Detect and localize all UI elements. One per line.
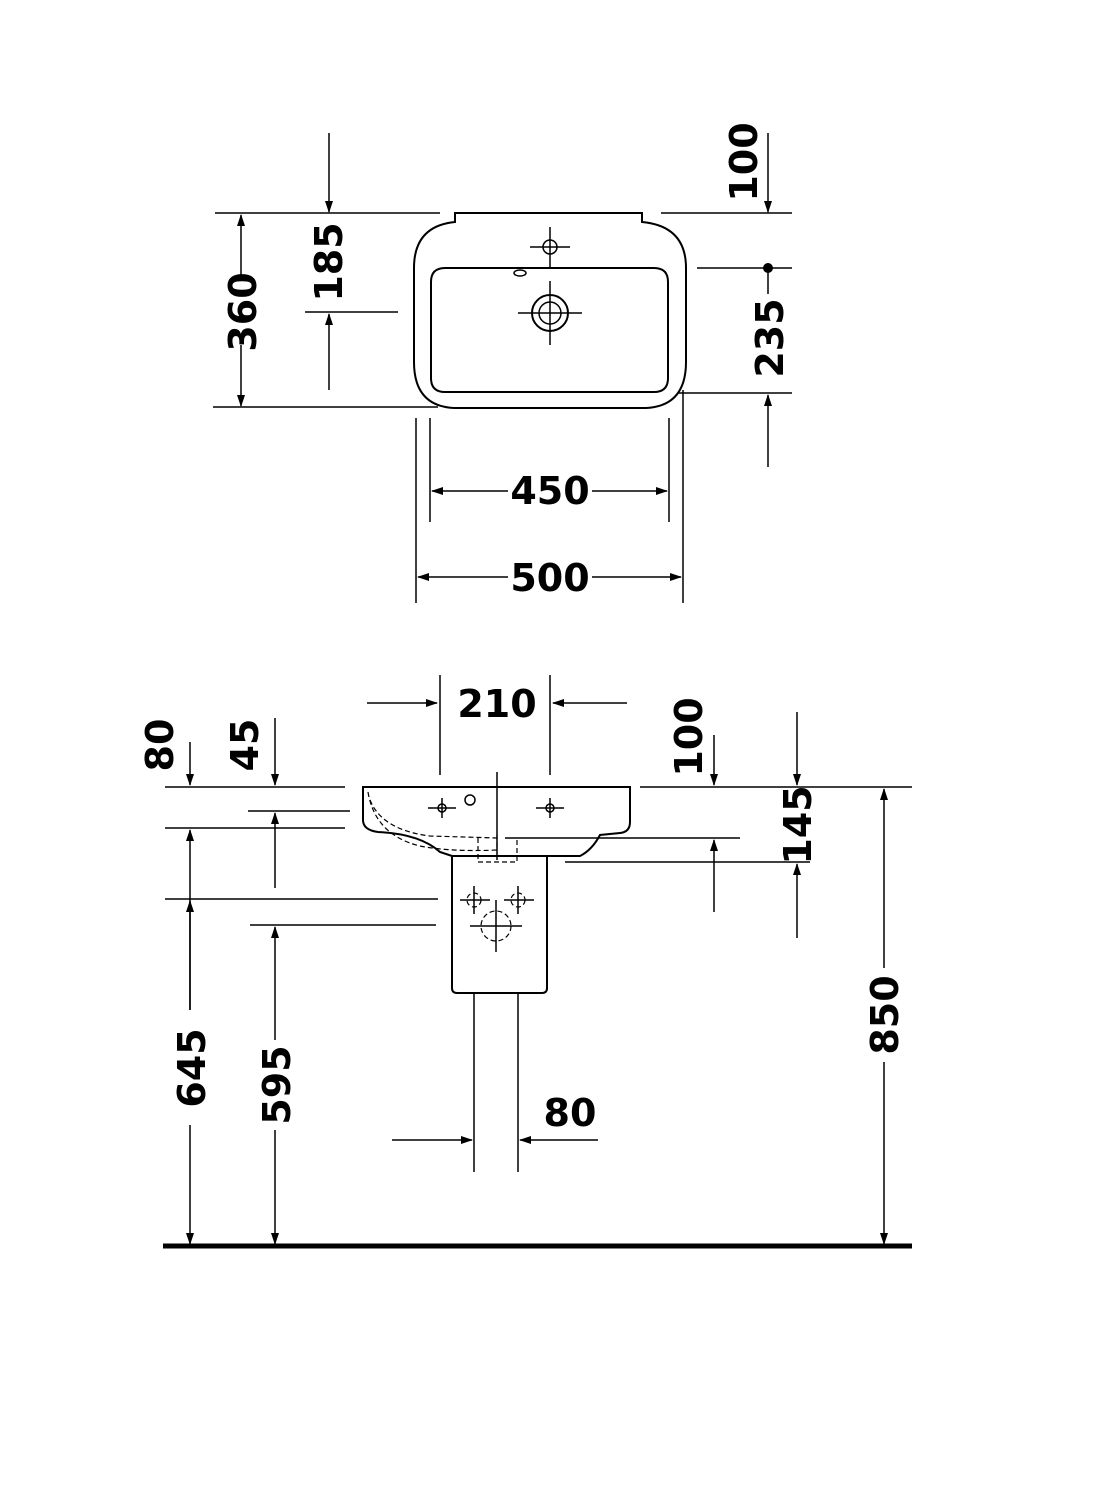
dim-bowl-width: 450 — [510, 469, 589, 513]
dim-overflow-offset: 100 — [667, 697, 711, 776]
dim-installation-height: 850 — [863, 975, 907, 1054]
waste-fitting-icon — [460, 886, 534, 952]
front-view: 210 80 45 100 145 645 595 80 850 — [138, 675, 912, 1249]
dim-basin-height: 145 — [776, 785, 820, 864]
dim-pedestal-width: 80 — [544, 1091, 597, 1135]
dim-basin-depth-outer: 80 — [138, 719, 182, 772]
dim-tap-spacing: 210 — [457, 682, 536, 726]
dim-pedestal-top-height: 645 — [170, 1028, 214, 1107]
tap-hole-right-icon — [536, 798, 564, 818]
pedestal — [451, 856, 548, 994]
overflow-icon — [464, 794, 476, 806]
dim-pedestal-bottom-height: 595 — [255, 1045, 299, 1124]
dim-tap-to-front: 235 — [748, 298, 792, 377]
dim-wall-to-tap: 100 — [722, 122, 766, 201]
drain-icon — [518, 281, 582, 345]
dim-overall-depth: 360 — [221, 272, 265, 351]
dim-overall-width: 500 — [510, 556, 589, 600]
dim-basin-depth-inner: 45 — [223, 719, 267, 772]
top-view: 360 185 100 235 450 500 — [213, 122, 792, 603]
overflow-icon — [513, 269, 527, 277]
dim-tap-offset-top: 185 — [307, 222, 351, 301]
bowl-outline — [430, 267, 669, 393]
basin-outline — [413, 212, 687, 409]
tap-hole-icon — [530, 227, 570, 267]
tap-hole-left-icon — [428, 798, 456, 818]
